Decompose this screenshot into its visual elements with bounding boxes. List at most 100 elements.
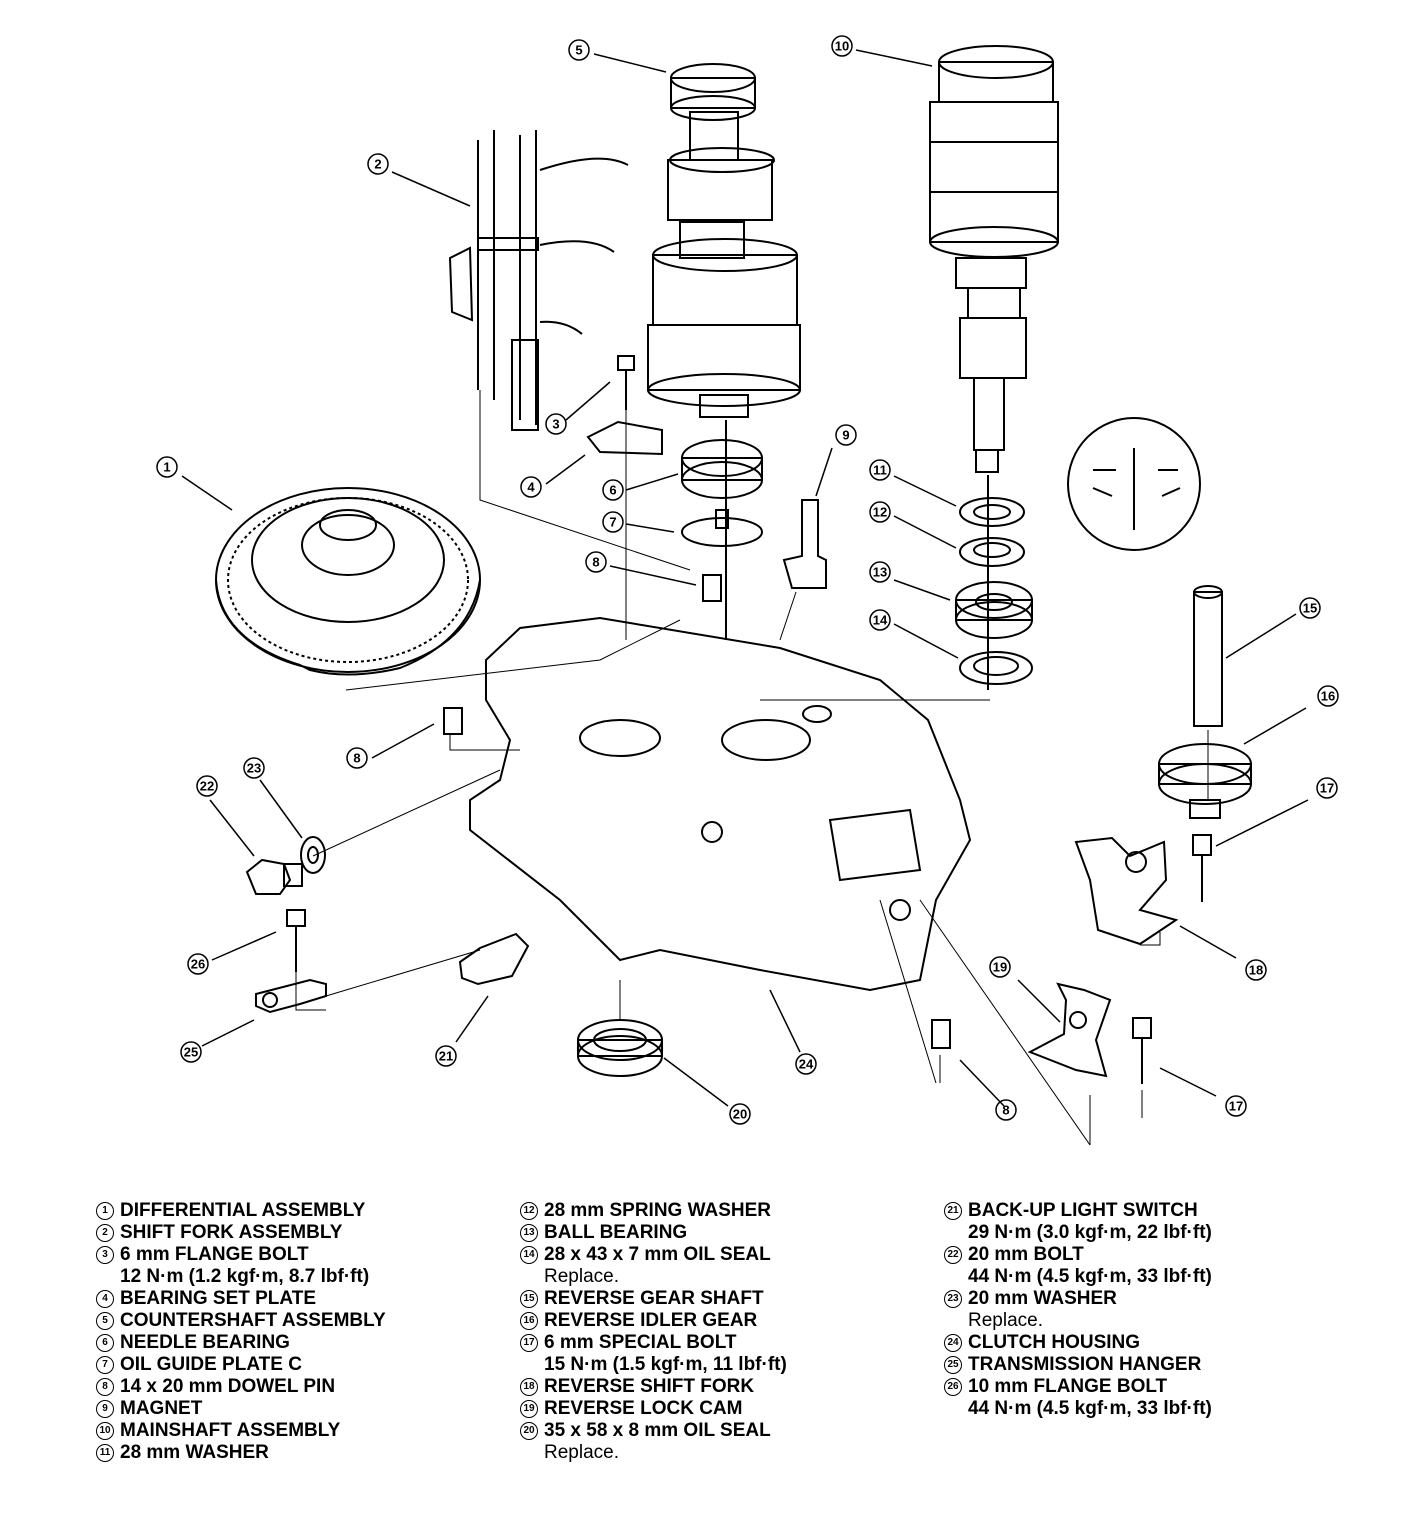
legend-number-badge: 13 [520, 1224, 538, 1242]
callout-24: 24 [795, 1053, 817, 1075]
legend-number-badge: 6 [96, 1334, 114, 1352]
legend-item: 25 TRANSMISSION HANGER [944, 1354, 1384, 1376]
legend-number-badge: 19 [520, 1400, 538, 1418]
legend-number-badge: 17 [520, 1334, 538, 1352]
legend-item-label: BACK-UP LIGHT SWITCH [968, 1200, 1198, 1221]
legend-item-label: REVERSE SHIFT FORK [544, 1376, 755, 1397]
legend-number-badge: 12 [520, 1202, 538, 1220]
washer-20mm [300, 836, 326, 874]
callout-5: 5 [568, 39, 590, 61]
legend-item: 24 CLUTCH HOUSING [944, 1332, 1384, 1354]
legend-item-body: MAGNET [120, 1398, 202, 1420]
callout-leaders [181, 49, 1309, 1107]
legend-number-badge: 7 [96, 1356, 114, 1374]
callout-number: 1 [163, 460, 170, 475]
callout-number: 8 [592, 555, 599, 570]
callout-26: 26 [187, 953, 209, 975]
legend-item-body: CLUTCH HOUSING [968, 1332, 1140, 1354]
callout-15: 15 [1299, 597, 1321, 619]
legend-item-label: TRANSMISSION HANGER [968, 1354, 1202, 1375]
callout-number: 16 [1321, 689, 1335, 704]
magnet [782, 499, 827, 589]
reverse-idler-gear [1158, 743, 1252, 819]
legend-item-label: MAGNET [120, 1398, 203, 1419]
callout-9: 9 [835, 424, 857, 446]
legend-item-label: DIFFERENTIAL ASSEMBLY [120, 1200, 366, 1221]
legend-item-label: 6 mm SPECIAL BOLT [544, 1332, 737, 1353]
callout-number: 22 [200, 779, 214, 794]
legend-item-body: 28 mm SPRING WASHER [544, 1200, 771, 1222]
transmission-hanger [255, 978, 327, 1014]
dowel-pin-14x20 [443, 574, 951, 1049]
shift-fork-assembly [448, 130, 629, 431]
legend-item-label: 35 x 58 x 8 mm OIL SEAL [544, 1420, 771, 1441]
flange-bolt-10mm [286, 909, 306, 972]
callout-labels: 1 2 3 4 5 6 7 8 8 8 9 10 11 12 13 14 15 … [156, 35, 1339, 1125]
callout-17: 17 [1316, 777, 1338, 799]
legend-number-badge: 16 [520, 1312, 538, 1330]
legend-item-body: DIFFERENTIAL ASSEMBLY [120, 1200, 365, 1222]
differential-assembly [215, 487, 481, 676]
countershaft-assembly [647, 63, 801, 640]
legend-item-body: BEARING SET PLATE [120, 1288, 316, 1310]
callout-11: 11 [869, 459, 891, 481]
callout-number: 26 [191, 957, 205, 972]
legend-item-label: 28 x 43 x 7 mm OIL SEAL [544, 1244, 771, 1265]
legend-item-label: BEARING SET PLATE [120, 1288, 316, 1309]
legend-item-label: REVERSE LOCK CAM [544, 1398, 743, 1419]
callout-8: 8 [585, 551, 607, 573]
legend-item: 19 REVERSE LOCK CAM [520, 1398, 920, 1420]
callout-number: 18 [1249, 963, 1263, 978]
bolt-20mm [245, 858, 303, 895]
legend-item-body: REVERSE IDLER GEAR [544, 1310, 757, 1332]
legend-number-badge: 22 [944, 1246, 962, 1264]
callout-21: 21 [435, 1045, 457, 1067]
callout-17: 17 [1225, 1095, 1247, 1117]
callout-25: 25 [180, 1041, 202, 1063]
legend-number-badge: 15 [520, 1290, 538, 1308]
legend-number-badge: 24 [944, 1334, 962, 1352]
legend-item-body: REVERSE SHIFT FORK [544, 1376, 754, 1398]
washer-28mm [959, 497, 1025, 527]
legend-item-note: Replace. [544, 1266, 619, 1287]
callout-16: 16 [1317, 685, 1339, 707]
legend-item-body: BALL BEARING [544, 1222, 687, 1244]
callout-3: 3 [545, 413, 567, 435]
callout-10: 10 [831, 35, 853, 57]
legend-number-badge: 25 [944, 1356, 962, 1374]
flange-bolt-6mm [617, 355, 635, 410]
callout-22: 22 [196, 775, 218, 797]
oil-seal-28x43x7 [959, 651, 1033, 685]
legend-item: 12 28 mm SPRING WASHER [520, 1200, 920, 1222]
ball-bearing [955, 581, 1033, 639]
callout-6: 6 [602, 479, 624, 501]
clutch-housing [469, 616, 972, 992]
legend-item-label: BALL BEARING [544, 1222, 688, 1243]
legend-number-badge: 10 [96, 1422, 114, 1440]
callout-20: 20 [729, 1103, 751, 1125]
legend-item-body: COUNTERSHAFT ASSEMBLY [120, 1310, 386, 1332]
callout-number: 21 [439, 1049, 453, 1064]
legend-item-label: 28 mm WASHER [120, 1442, 269, 1463]
callout-19: 19 [989, 956, 1011, 978]
reverse-shift-fork [1074, 836, 1179, 946]
legend-item: 13 BALL BEARING [520, 1222, 920, 1244]
legend-item-torque-spec: 29 N·m (3.0 kgf·m, 22 lbf·ft) [968, 1222, 1212, 1243]
legend-number-badge: 8 [96, 1378, 114, 1396]
legend-number-badge: 3 [96, 1246, 114, 1264]
legend-item-torque-spec: 44 N·m (4.5 kgf·m, 33 lbf·ft) [968, 1398, 1212, 1419]
